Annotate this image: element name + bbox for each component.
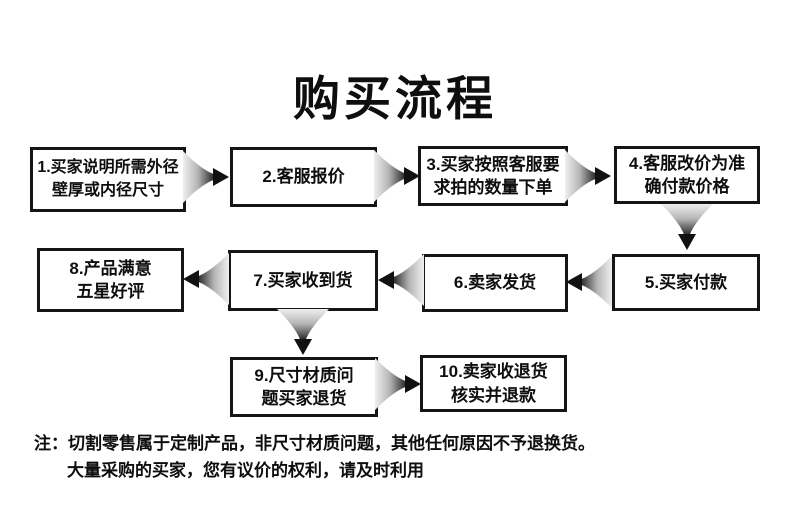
flow-step-9-line1: 9.尺寸材质问 <box>254 365 354 385</box>
arrow-down-icon <box>277 309 329 355</box>
arrow-left-icon <box>566 256 612 308</box>
flow-step-6-line1: 6.卖家发货 <box>453 273 537 293</box>
flow-step-7: 7.买家收到货 <box>228 250 378 311</box>
flow-step-8-line2: 五星好评 <box>76 282 145 301</box>
arrow-right-icon <box>565 150 611 202</box>
flow-step-5: 5.买家付款 <box>612 254 760 311</box>
flow-step-4: 4.客服改价为准 确付款价格 <box>614 146 760 204</box>
arrow-right-icon <box>374 150 420 202</box>
flow-step-7-line1: 7.买家收到货 <box>253 270 353 290</box>
flow-step-10-line1: 10.卖家收退货 <box>439 362 548 382</box>
flow-step-5-line1: 5.买家付款 <box>644 272 728 292</box>
flow-step-9-line2: 题买家退货 <box>261 389 347 408</box>
flow-step-10: 10.卖家收退货 核实并退款 <box>420 355 567 412</box>
arrow-down-icon <box>661 204 713 250</box>
footnote-line1: 注：切割零售属于定制产品，非尺寸材质问题，其他任何原因不予退换货。 <box>34 434 595 453</box>
footnote-line2: 大量采购的买家，您有议价的权利，请及时利用 <box>67 461 424 480</box>
flow-step-1-line2: 壁厚或内径尺寸 <box>51 181 164 199</box>
arrow-right-icon <box>375 358 421 410</box>
flow-step-1: 1.买家说明所需外径 壁厚或内径尺寸 <box>30 147 186 212</box>
arrow-left-icon <box>183 253 229 305</box>
flow-step-3: 3.买家按照客服要 求拍的数量下单 <box>418 146 568 206</box>
flow-step-2: 2.客服报价 <box>230 147 377 207</box>
flow-step-4-line1: 4.客服改价为准 <box>628 153 746 173</box>
flow-step-8: 8.产品满意 五星好评 <box>37 248 184 312</box>
flow-step-9: 9.尺寸材质问 题买家退货 <box>230 357 378 417</box>
flow-step-3-line1: 3.买家按照客服要 <box>426 154 560 174</box>
flow-step-3-line2: 求拍的数量下单 <box>433 178 553 197</box>
flow-step-2-line1: 2.客服报价 <box>262 167 345 187</box>
flow-step-1-line1: 1.买家说明所需外径 <box>37 159 179 177</box>
flow-step-6: 6.卖家发货 <box>422 254 568 312</box>
arrow-right-icon <box>183 151 229 203</box>
flow-step-4-line2: 确付款价格 <box>644 177 730 196</box>
arrow-left-icon <box>378 254 424 306</box>
page-title: 购买流程 <box>293 72 497 125</box>
flow-step-8-line1: 8.产品满意 <box>69 258 152 278</box>
flow-step-10-line2: 核实并退款 <box>451 385 536 405</box>
